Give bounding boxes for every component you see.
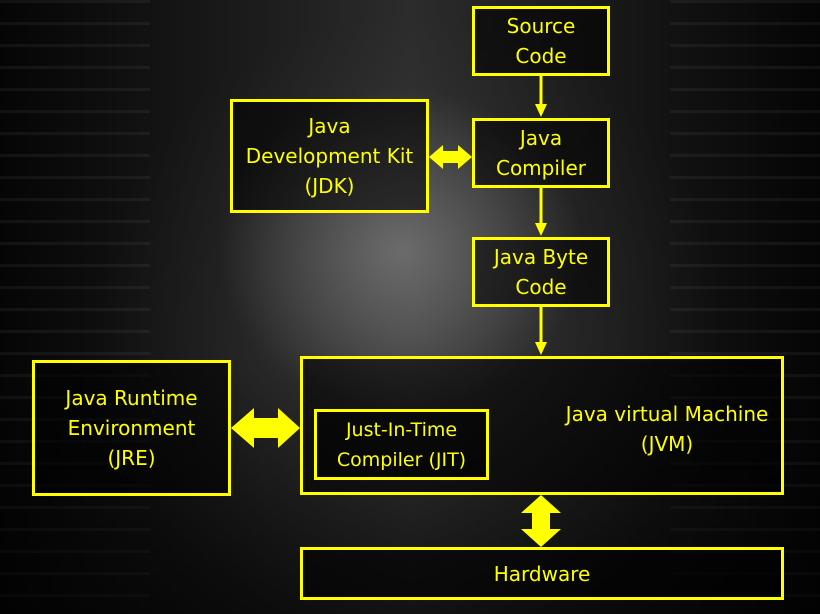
arrow-jvm-hardware-bidirectional xyxy=(521,495,561,547)
jdk-label: Java Development Kit (JDK) xyxy=(245,114,414,198)
java-compiler-box: Java Compiler xyxy=(472,118,610,188)
jre-box: Java Runtime Environment (JRE) xyxy=(32,360,231,496)
source-code-box: Source Code xyxy=(472,6,610,76)
hardware-box: Hardware xyxy=(300,547,784,600)
arrow-bytecode-to-jvm xyxy=(535,307,547,355)
hardware-label: Hardware xyxy=(493,561,591,586)
arrow-compiler-to-bytecode xyxy=(535,188,547,236)
arrow-jdk-compiler-bidirectional xyxy=(429,145,472,169)
jre-label: Java Runtime Environment (JRE) xyxy=(65,386,198,470)
jit-compiler-label: Just-In-Time Compiler (JIT) xyxy=(336,418,467,471)
source-code-label: Source Code xyxy=(506,14,576,68)
arrow-jre-jvm-bidirectional xyxy=(231,408,300,448)
java-compiler-label: Java Compiler xyxy=(495,126,587,180)
jvm-label: Java virtual Machine (JVM) xyxy=(565,402,769,456)
java-byte-code-label: Java Byte Code xyxy=(493,245,589,299)
arrow-source-to-compiler xyxy=(535,76,547,117)
java-byte-code-box: Java Byte Code xyxy=(472,237,610,307)
jit-compiler-box: Just-In-Time Compiler (JIT) xyxy=(314,409,489,480)
jdk-box: Java Development Kit (JDK) xyxy=(230,99,429,213)
